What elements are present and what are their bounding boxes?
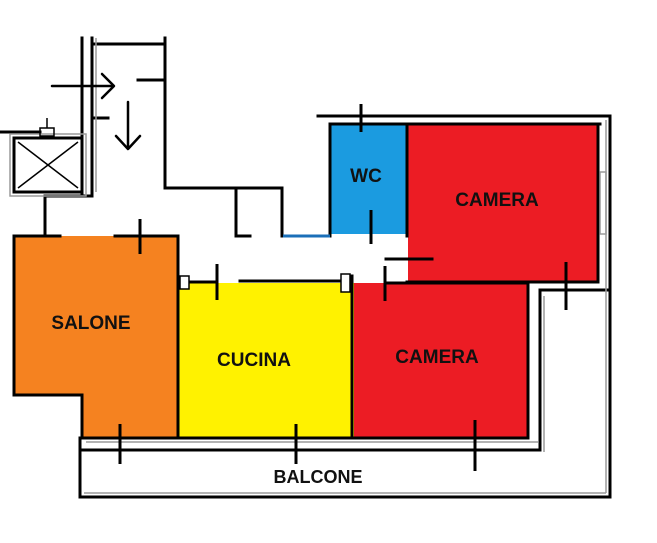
cucina-label: CUCINA xyxy=(217,350,291,371)
arrow-right-icon xyxy=(50,72,116,100)
arrow-down-icon xyxy=(114,100,142,151)
elevator-icon xyxy=(17,118,79,189)
room-wc xyxy=(330,124,407,234)
room-camera-top xyxy=(408,124,598,282)
room-camera-bottom xyxy=(354,283,528,438)
door-stop xyxy=(179,275,190,290)
door-markers xyxy=(118,104,568,471)
wall-edges xyxy=(9,38,607,494)
room-salone xyxy=(14,236,178,437)
wc-label: WC xyxy=(350,166,382,187)
camera-top-label: CAMERA xyxy=(455,190,539,211)
salone-label: SALONE xyxy=(51,313,130,334)
walls xyxy=(0,36,612,499)
room-cucina xyxy=(178,283,354,437)
balcone-label: BALCONE xyxy=(274,467,363,487)
door-stop xyxy=(340,273,351,293)
camera-bottom-label: CAMERA xyxy=(395,347,479,368)
